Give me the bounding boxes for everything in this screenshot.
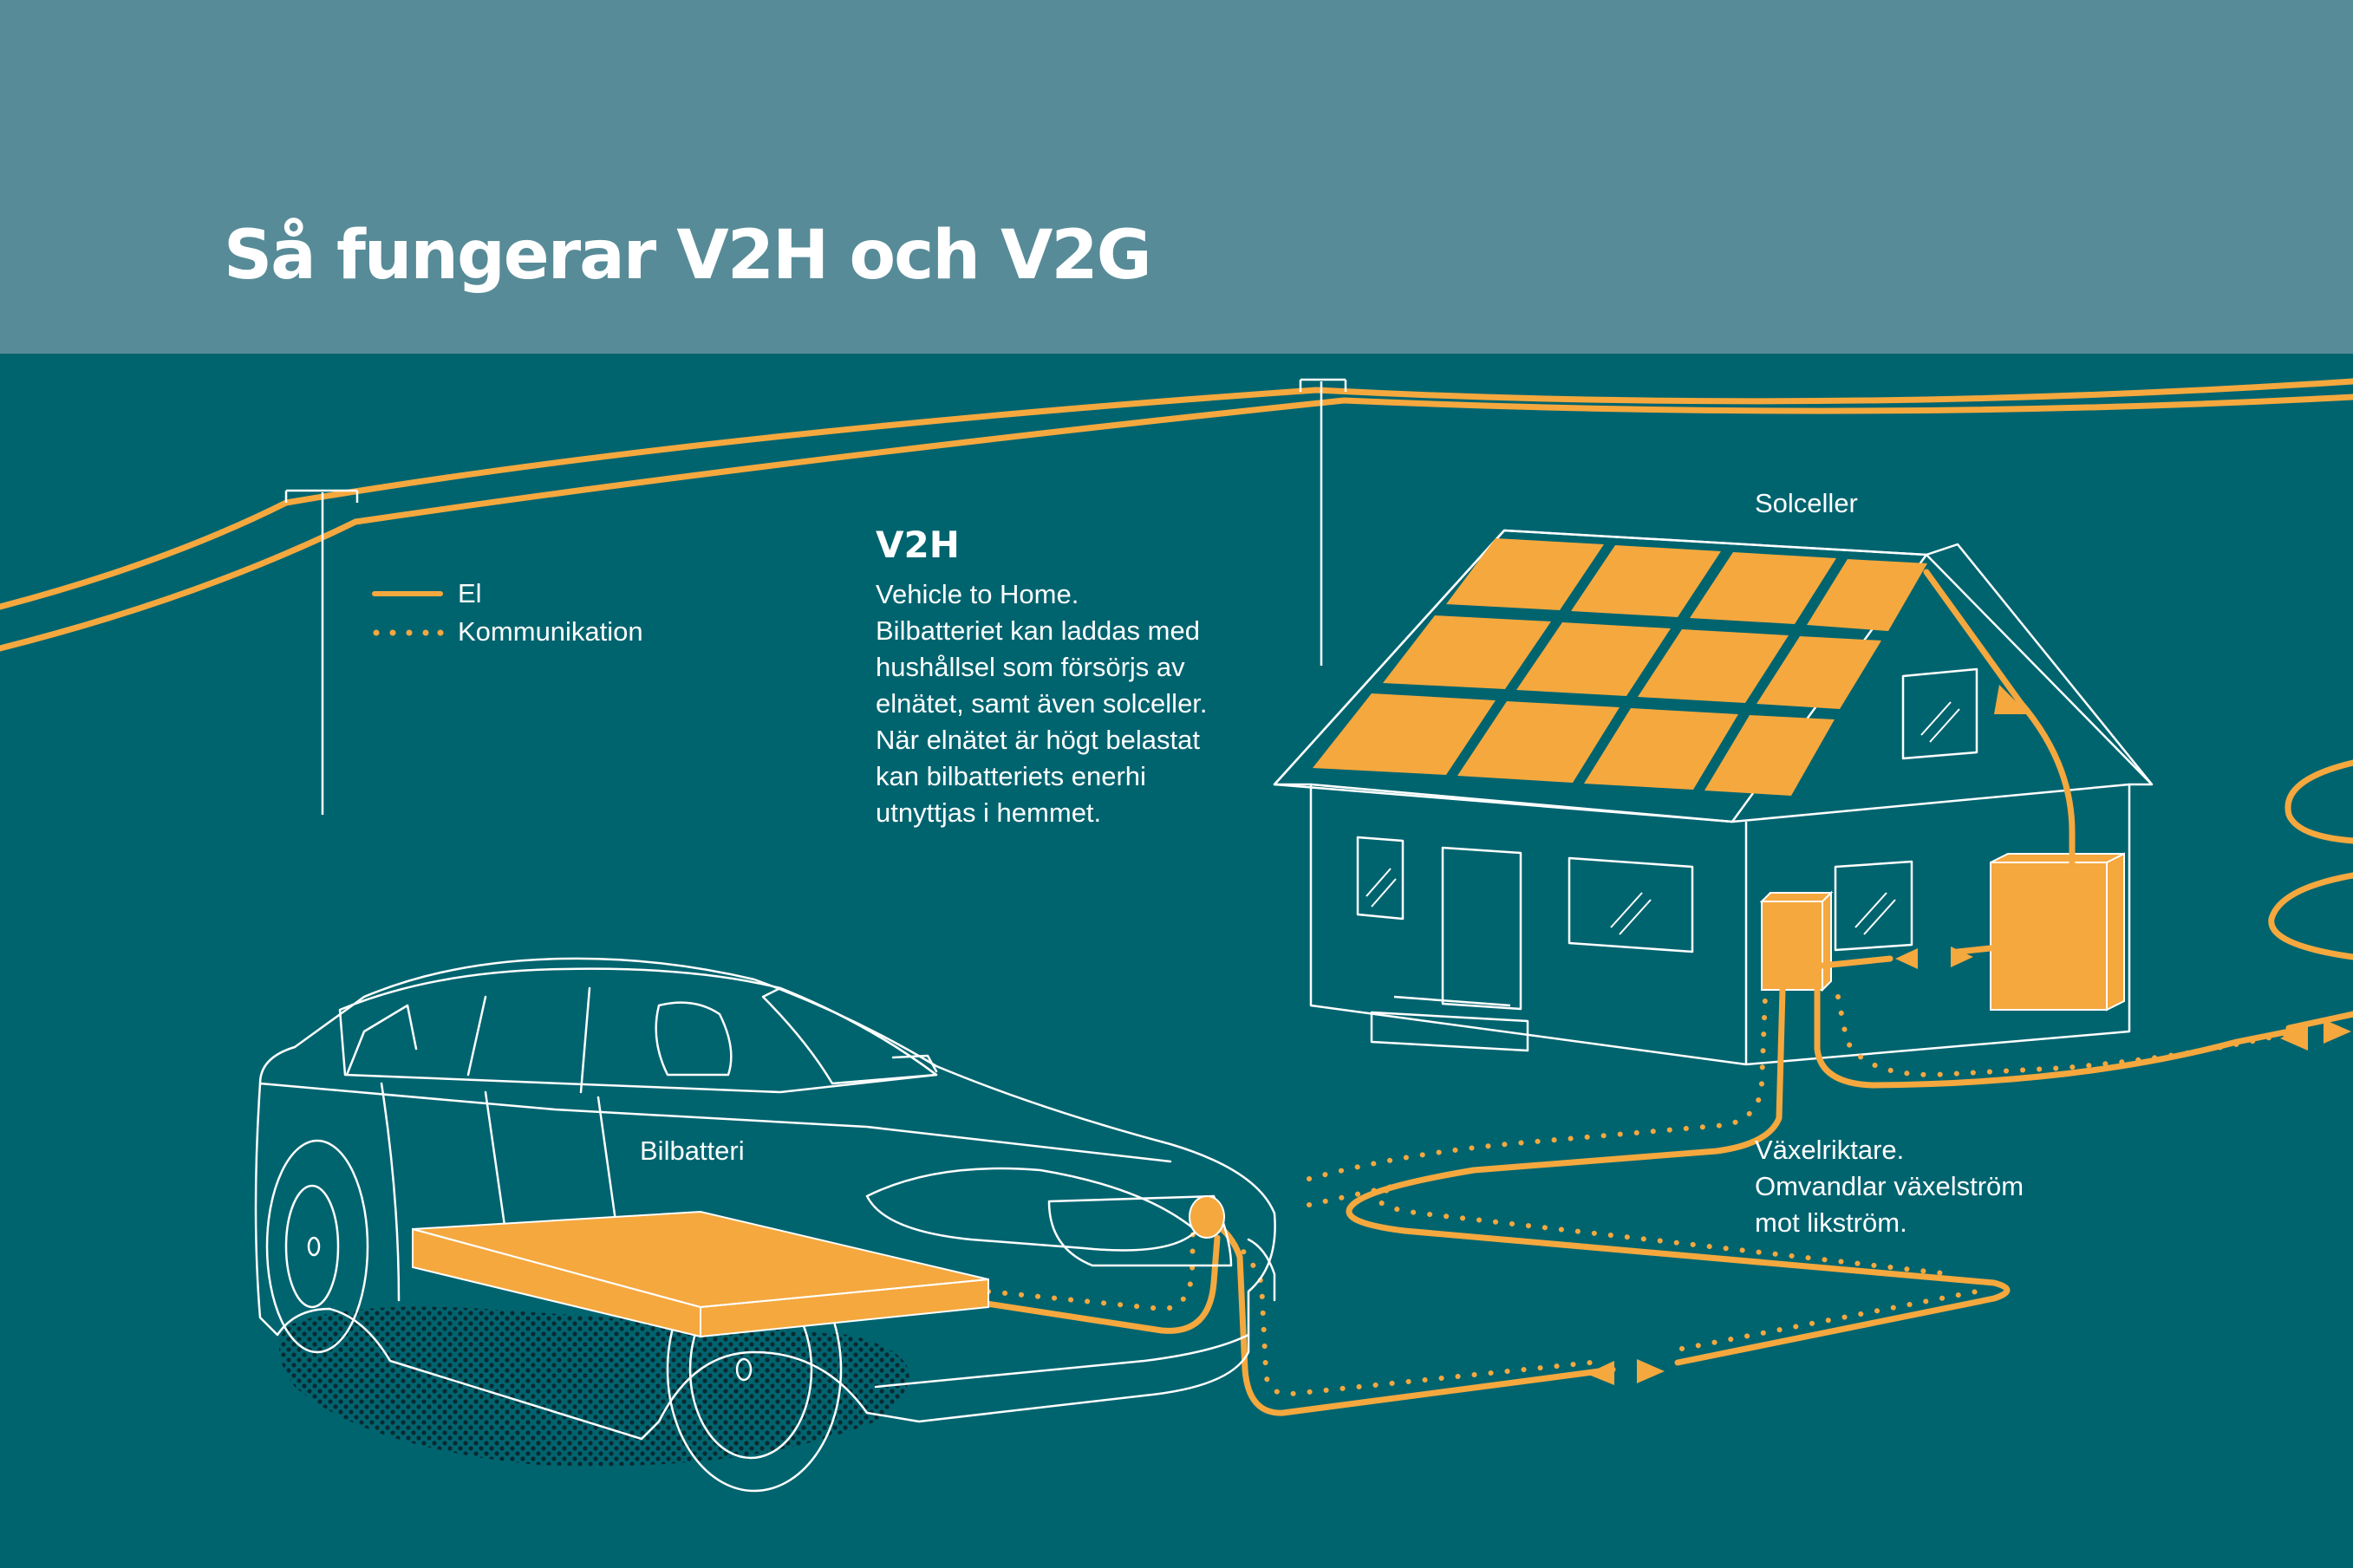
v2h-line: När elnätet är högt belastat — [876, 725, 1200, 755]
v2h-description: Vehicle to Home. Bilbatteriet kan laddas… — [876, 576, 1283, 831]
arrow-connector-car-right — [1637, 1359, 1665, 1383]
v2h-line: kan bilbatteriets enerhi — [876, 761, 1146, 791]
inverter-line: Växelriktare. — [1755, 1135, 1905, 1165]
arrow-connector-grid-left — [2280, 1025, 2308, 1051]
inverter-line: mot likström. — [1755, 1207, 1907, 1238]
car-shadow — [279, 1306, 909, 1467]
cable-right-loop — [2268, 759, 2353, 960]
window-glare — [1366, 701, 1960, 935]
inverter-box — [1759, 890, 1834, 992]
solar-cells-label: Solceller — [1755, 488, 1858, 518]
v2h-line: elnätet, samt även solceller. — [876, 688, 1208, 719]
page-title: Så fungerar V2H och V2G — [224, 217, 1152, 295]
arrow-connector-car-left — [1587, 1361, 1614, 1385]
utility-pole-right — [1299, 378, 1347, 666]
v2h-line: utnyttjas i hemmet. — [876, 797, 1102, 828]
cable-car-battery-to-port — [983, 1234, 1221, 1334]
house-window-gable — [1901, 667, 1978, 760]
house-window-2 — [1568, 856, 1694, 953]
power-line-lower — [0, 394, 2353, 652]
legend-swatches — [372, 591, 444, 636]
charging-port — [1189, 1195, 1225, 1239]
arrow-connector-home-right — [1951, 947, 1973, 967]
legend-dots-communication — [373, 629, 444, 636]
power-grid — [0, 378, 2353, 652]
house-outline — [1273, 529, 2154, 1066]
cable-solar-to-home-battery — [1923, 569, 2076, 866]
solar-panels — [1313, 538, 1927, 796]
car — [254, 957, 1276, 1493]
house-window-1 — [1356, 836, 1405, 921]
car-mirror — [891, 1054, 938, 1073]
communication-dots — [986, 994, 2291, 1397]
inverter-line: Omvandlar växelström — [1755, 1171, 2024, 1201]
house-steps — [1370, 995, 1529, 1052]
car-hood — [865, 1167, 1198, 1252]
cable-inverter-to-home-battery — [1819, 945, 1994, 969]
house-door — [1441, 846, 1522, 1011]
car-steering — [655, 1001, 733, 1077]
arrow-connector-home-left — [1895, 948, 1918, 969]
car-rear-wheel — [265, 1139, 369, 1354]
arrow-solar-cable — [1994, 685, 2029, 714]
car-battery-label: Bilbatteri — [640, 1135, 745, 1166]
car-windshield — [761, 986, 938, 1085]
legend-label-electricity: El — [458, 578, 482, 608]
utility-poles — [284, 378, 1347, 815]
v2h-heading: V2H — [876, 524, 960, 566]
arrow-connector-grid-right — [2324, 1019, 2351, 1044]
power-line-upper — [0, 378, 2353, 610]
car-bumper — [874, 1333, 1250, 1389]
car-grille — [1247, 1238, 1276, 1302]
v2h-line: hushållsel som försörjs av — [876, 652, 1185, 682]
connector-arrows — [1587, 685, 2351, 1385]
v2h-line: Vehicle to Home. — [876, 579, 1079, 609]
home-battery-box — [1990, 852, 2125, 1012]
header-band: Så fungerar V2H och V2G — [0, 0, 2353, 354]
house-window-3 — [1834, 860, 1913, 952]
v2h-line: Bilbatteriet kan laddas med — [876, 615, 1200, 646]
legend-label-communication: Kommunikation — [458, 616, 643, 647]
inverter-label: Växelriktare. Omvandlar växelström mot l… — [1755, 1132, 2024, 1241]
house — [1273, 529, 2154, 1066]
car-battery-pack — [412, 1210, 989, 1338]
utility-pole-left — [284, 489, 359, 815]
